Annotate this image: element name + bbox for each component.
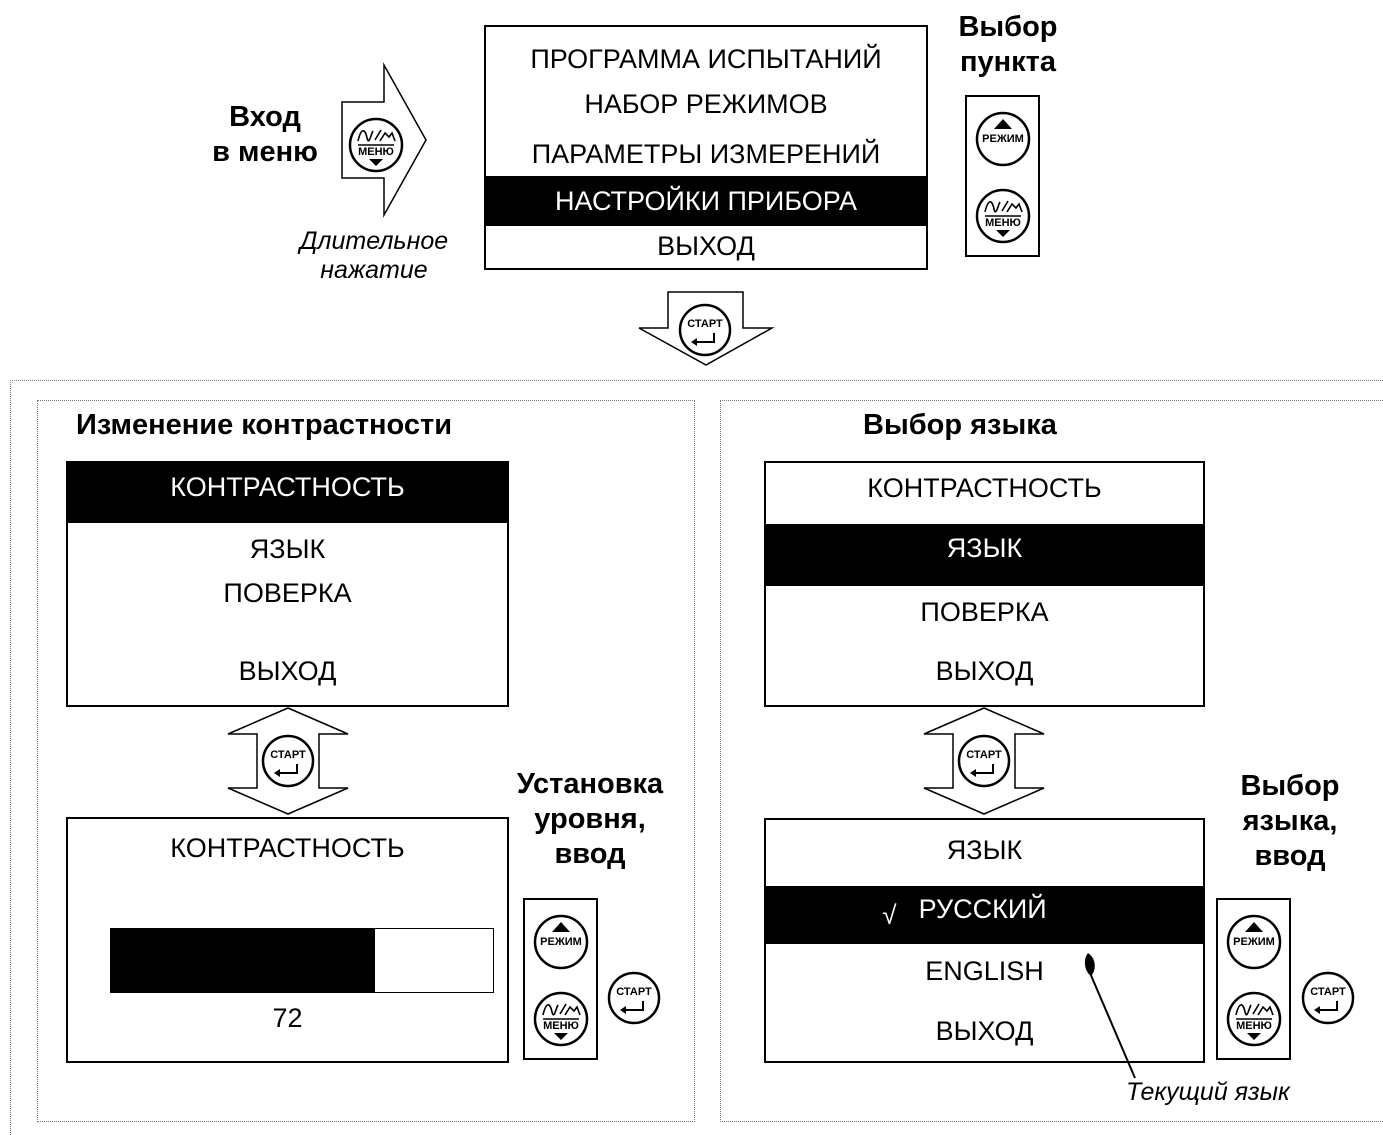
top-keypad: РЕЖИМ МЕНЮ (965, 95, 1040, 257)
language-side-label: Выбор языка, ввод (1210, 769, 1370, 873)
contrast-level-value: 72 (272, 1003, 303, 1033)
contrast-panel (37, 400, 695, 1122)
enter-return-icon (957, 734, 1011, 788)
mode-up-icon (975, 111, 1031, 167)
start-button-contrast[interactable]: СТАРТ (260, 733, 316, 789)
mode-up-icon (1226, 914, 1282, 970)
menu-item-device-settings[interactable]: НАСТРОЙКИ ПРИБОРА (486, 176, 926, 226)
menu-item-language[interactable]: ЯЗЫК (766, 524, 1203, 586)
contrast-keypad: РЕЖИМ МЕНЮ (523, 898, 598, 1060)
contrast-level-bar[interactable] (110, 928, 494, 993)
menu-down-button[interactable]: МЕНЮ (532, 990, 590, 1048)
contrast-side-line3: ввод (554, 837, 626, 870)
select-item-label-line2: пункта (959, 45, 1056, 78)
current-language-annotation: Текущий язык (1126, 1078, 1290, 1106)
menu-item-exit[interactable]: ВЫХОД (935, 656, 1034, 686)
enter-return-icon (678, 303, 732, 357)
mode-up-button[interactable]: РЕЖИМ (974, 110, 1032, 168)
menu-button-long-press[interactable]: МЕНЮ (347, 116, 405, 174)
contrast-level-screen: КОНТРАСТНОСТЬ 72 (66, 817, 509, 1063)
start-button-language-enter[interactable]: СТАРТ (1300, 970, 1356, 1026)
language-side-line2: языка, (1242, 804, 1338, 837)
language-option-english[interactable]: ENGLISH (925, 956, 1044, 986)
mode-button-label: РЕЖИМ (540, 936, 582, 948)
language-screen-title: ЯЗЫК (946, 835, 1023, 865)
long-press-note: Длительное нажатие (284, 227, 464, 285)
contrast-panel-title: Изменение контрастности (76, 409, 453, 441)
language-option-russian[interactable]: √ РУССКИЙ (766, 886, 1203, 944)
menu-wave-icon (975, 188, 1031, 244)
start-button-contrast-enter[interactable]: СТАРТ (606, 970, 662, 1026)
menu-item-verification[interactable]: ПОВЕРКА (223, 578, 352, 608)
menu-down-button[interactable]: МЕНЮ (1225, 990, 1283, 1048)
menu-item-exit[interactable]: ВЫХОД (657, 231, 755, 261)
menu-button-label: МЕНЮ (543, 1020, 579, 1032)
language-keypad: РЕЖИМ МЕНЮ (1216, 898, 1291, 1060)
contrast-level-fill (111, 929, 375, 992)
menu-down-button[interactable]: МЕНЮ (974, 187, 1032, 245)
start-button-label: СТАРТ (616, 986, 652, 998)
menu-button-label: МЕНЮ (985, 217, 1021, 229)
select-item-label-line1: Выбор (958, 11, 1058, 43)
contrast-side-label: Установка уровня, ввод (510, 767, 670, 871)
menu-item-language[interactable]: ЯЗЫК (249, 534, 326, 564)
start-button-top[interactable]: СТАРТ (677, 302, 733, 358)
mode-button-label: РЕЖИМ (1233, 936, 1275, 948)
check-icon: √ (882, 900, 897, 930)
menu-item-contrast[interactable]: КОНТРАСТНОСТЬ (68, 463, 507, 523)
start-button-label: СТАРТ (966, 749, 1002, 761)
menu-wave-icon (348, 117, 404, 173)
language-side-line3: ввод (1254, 839, 1326, 872)
mode-up-icon (533, 914, 589, 970)
menu-entry-title-line1: Вход (229, 101, 301, 133)
menu-wave-icon (533, 991, 589, 1047)
start-button-label: СТАРТ (1310, 986, 1346, 998)
menu-wave-icon (1226, 991, 1282, 1047)
mode-button-label: РЕЖИМ (982, 133, 1024, 145)
mode-up-button[interactable]: РЕЖИМ (1225, 913, 1283, 971)
contrast-screen-title: КОНТРАСТНОСТЬ (170, 833, 405, 863)
enter-return-icon (607, 971, 661, 1025)
settings-container (10, 380, 1383, 1135)
long-press-note-line1: Длительное (299, 227, 449, 255)
start-button-language[interactable]: СТАРТ (956, 733, 1012, 789)
menu-button-label: МЕНЮ (1236, 1020, 1272, 1032)
contrast-side-line2: уровня, (534, 802, 646, 835)
language-panel-title: Выбор языка (863, 409, 1057, 441)
enter-return-icon (261, 734, 315, 788)
menu-item-verification[interactable]: ПОВЕРКА (920, 597, 1049, 627)
contrast-menu-screen: КОНТРАСТНОСТЬ ЯЗЫК ПОВЕРКА ВЫХОД (66, 461, 509, 707)
menu-button-label: МЕНЮ (358, 146, 394, 158)
contrast-side-line1: Установка (516, 768, 664, 800)
menu-item-mode-set[interactable]: НАБОР РЕЖИМОВ (584, 89, 828, 119)
mode-up-button[interactable]: РЕЖИМ (532, 913, 590, 971)
current-language-pointer (1084, 953, 1136, 1079)
enter-return-icon (1301, 971, 1355, 1025)
language-menu-screen: КОНТРАСТНОСТЬ ЯЗЫК ПОВЕРКА ВЫХОД (764, 461, 1205, 707)
language-side-line1: Выбор (1240, 770, 1340, 802)
menu-entry-title: Вход в меню (200, 100, 330, 170)
start-button-label: СТАРТ (687, 318, 723, 330)
menu-item-measure-params[interactable]: ПАРАМЕТРЫ ИЗМЕРЕНИЙ (531, 139, 881, 169)
language-panel (720, 400, 1383, 1122)
menu-item-contrast[interactable]: КОНТРАСТНОСТЬ (867, 473, 1102, 503)
main-menu-screen: ПРОГРАММА ИСПЫТАНИЙ НАБОР РЕЖИМОВ ПАРАМЕ… (484, 25, 928, 270)
language-option-russian-label: РУССКИЙ (918, 894, 1047, 924)
menu-entry-title-line2: в меню (212, 135, 318, 168)
start-button-label: СТАРТ (270, 749, 306, 761)
select-item-label: Выбор пункта (933, 10, 1083, 80)
long-press-note-line2: нажатие (320, 255, 428, 284)
menu-item-test-program[interactable]: ПРОГРАММА ИСПЫТАНИЙ (530, 44, 882, 74)
language-select-screen: ЯЗЫК √ РУССКИЙ ENGLISH ВЫХОД (764, 818, 1205, 1063)
language-option-exit[interactable]: ВЫХОД (935, 1016, 1034, 1046)
menu-item-exit[interactable]: ВЫХОД (238, 656, 337, 686)
